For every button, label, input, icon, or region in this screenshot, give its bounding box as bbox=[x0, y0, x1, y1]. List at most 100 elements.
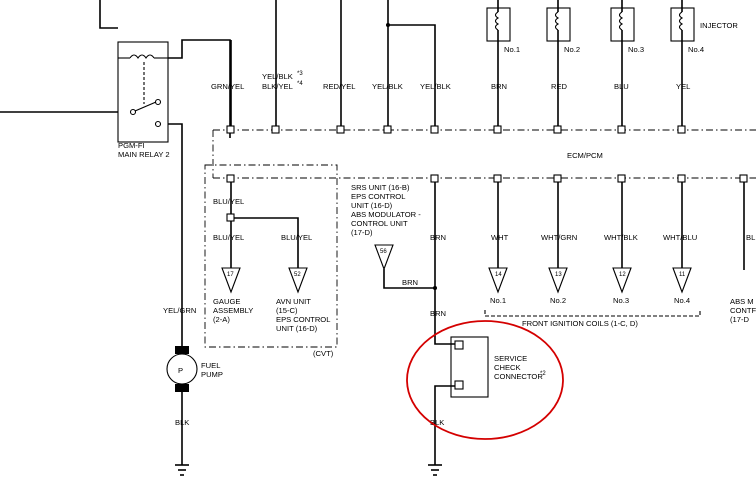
srs-line-4: ABS MODULATOR - bbox=[351, 210, 421, 219]
pump-label-1: FUEL bbox=[201, 361, 220, 370]
srs-wire: BRN bbox=[402, 278, 418, 287]
injector-coil-icon bbox=[678, 11, 684, 31]
wire-red-yel: RED/YEL bbox=[323, 82, 356, 91]
coil-label-4: No.4 bbox=[674, 296, 690, 305]
ecm-top-terminals bbox=[226, 125, 686, 134]
injector-1: No.1 BRN bbox=[486, 0, 520, 130]
eps-label-2: UNIT (16-D) bbox=[276, 324, 318, 333]
wire-blk-yel: BLK/YEL bbox=[262, 82, 293, 91]
coil-2: WHT/GRN 13 No.2 bbox=[541, 182, 577, 305]
wire-yel-blk-2: YEL/BLK bbox=[372, 82, 403, 91]
ground-icon bbox=[428, 464, 442, 476]
injector-title: INJECTOR bbox=[700, 21, 738, 30]
right-wire: BL bbox=[746, 233, 755, 242]
cvt-wire-top: BLU/YEL bbox=[213, 197, 244, 206]
cvt-box: BLU/YEL BLU/YEL BLU/YEL 17 52 GAUGE ASSE… bbox=[204, 164, 338, 358]
ecm-pcm-box: ECM/PCM bbox=[212, 125, 756, 183]
coil-wire-3: WHT/BLK bbox=[604, 233, 638, 242]
injectors: No.1 BRN No.2 RED No.3 BLU No.4 YEL INJE… bbox=[486, 0, 738, 130]
srs-note: SRS UNIT (16-B) EPS CONTROL UNIT (16-D) … bbox=[351, 183, 435, 289]
injector-wire-2: RED bbox=[551, 82, 568, 91]
highlight-circle bbox=[406, 320, 564, 440]
coil-pin-1: 14 bbox=[495, 272, 502, 278]
gauge-label-2: ASSEMBLY bbox=[213, 306, 253, 315]
cvt-wire-left: BLU/YEL bbox=[213, 233, 244, 242]
cvt-wire-right: BLU/YEL bbox=[281, 233, 312, 242]
injector-2: No.2 RED bbox=[546, 0, 580, 130]
pin-17: 17 bbox=[227, 272, 234, 278]
right-abs-3: (17-D bbox=[730, 315, 750, 324]
service-check-1: SERVICE bbox=[494, 354, 527, 363]
injector-wire-4: YEL bbox=[676, 82, 690, 91]
srs-line-5: CONTROL UNIT bbox=[351, 219, 408, 228]
top-feeds: GRN/YEL YEL/BLK *3 BLK/YEL *4 RED/YEL YE… bbox=[211, 0, 451, 130]
coil-group-label: FRONT IGNITION COILS (1-C, D) bbox=[522, 319, 638, 328]
srs-line-2: EPS CONTROL bbox=[351, 192, 405, 201]
injector-4: No.4 YEL bbox=[670, 0, 704, 130]
injector-coil-icon bbox=[554, 11, 560, 31]
avn-label-1: AVN UNIT bbox=[276, 297, 311, 306]
wire-yel-blk-3: YEL/BLK bbox=[420, 82, 451, 91]
pump-wire-top: YEL/GRN bbox=[163, 306, 196, 315]
right-abs-1: ABS M bbox=[730, 297, 754, 306]
srs-line-3: UNIT (16-D) bbox=[351, 201, 393, 210]
main-relay-box bbox=[117, 41, 169, 143]
pin-52: 52 bbox=[294, 272, 301, 278]
avn-label-2: (15-C) bbox=[276, 306, 298, 315]
wire-yel-blk-1: YEL/BLK bbox=[262, 72, 293, 81]
cvt-tag: (CVT) bbox=[313, 349, 334, 358]
ecm-label: ECM/PCM bbox=[567, 151, 603, 160]
fuel-pump-motor-icon bbox=[166, 353, 198, 385]
service-check-circuit: BRN BRN BLK SERVICE CHECK CONNECTOR *2 bbox=[406, 182, 564, 476]
pump-label-2: PUMP bbox=[201, 370, 223, 379]
service-check-3: CONNECTOR bbox=[494, 372, 543, 381]
center-brn-upper: BRN bbox=[430, 233, 446, 242]
coil-label-2: No.2 bbox=[550, 296, 566, 305]
coil-wire-2: WHT/GRN bbox=[541, 233, 577, 242]
pump-symbol: P bbox=[178, 366, 183, 375]
coil-4: WHT/BLU 11 No.4 bbox=[663, 182, 697, 305]
wire-grn-yel: GRN/YEL bbox=[211, 82, 244, 91]
service-check-connector bbox=[450, 336, 489, 398]
note-3: *3 bbox=[297, 71, 303, 77]
coil-label-1: No.1 bbox=[490, 296, 506, 305]
injector-coil-icon bbox=[618, 11, 624, 31]
right-abs-2: CONTF bbox=[730, 306, 756, 315]
coil-wire-1: WHT bbox=[491, 233, 509, 242]
injector-wire-1: BRN bbox=[491, 82, 507, 91]
injector-label-1: No.1 bbox=[504, 45, 520, 54]
ground-icon bbox=[175, 464, 189, 476]
coil-3: WHT/BLK 12 No.3 bbox=[604, 182, 638, 305]
pump-wire-bottom: BLK bbox=[175, 418, 189, 427]
service-check-note: *2 bbox=[540, 371, 546, 377]
center-blk: BLK bbox=[430, 418, 444, 427]
coil-wire-4: WHT/BLU bbox=[663, 233, 697, 242]
relay-name-1: PGM-FI bbox=[118, 141, 145, 150]
injector-3: No.3 BLU bbox=[610, 0, 644, 130]
ecm-bottom-terminals bbox=[226, 174, 748, 183]
srs-line-1: SRS UNIT (16-B) bbox=[351, 183, 410, 192]
right-edge: BL ABS M CONTF (17-D bbox=[730, 182, 756, 324]
fuel-pump: YEL/GRN P FUEL PUMP BLK bbox=[163, 306, 223, 476]
relay-wiring: PGM-FI MAIN RELAY 2 bbox=[0, 0, 231, 465]
gauge-label-3: (2-A) bbox=[213, 315, 230, 324]
relay-coil-icon bbox=[129, 54, 155, 59]
injector-label-2: No.2 bbox=[564, 45, 580, 54]
injector-label-3: No.3 bbox=[628, 45, 644, 54]
ignition-coils: WHT 14 No.1 WHT/GRN 13 No.2 WHT/BLK 12 N… bbox=[484, 182, 701, 328]
service-check-2: CHECK bbox=[494, 363, 521, 372]
injector-coil-icon bbox=[494, 11, 500, 31]
coil-label-3: No.3 bbox=[613, 296, 629, 305]
srs-line-6: (17-D) bbox=[351, 228, 373, 237]
pin-56: 56 bbox=[380, 249, 387, 255]
eps-label-1: EPS CONTROL bbox=[276, 315, 330, 324]
relay-name-2: MAIN RELAY 2 bbox=[118, 150, 170, 159]
injector-label-4: No.4 bbox=[688, 45, 704, 54]
coil-pin-3: 12 bbox=[619, 272, 626, 278]
coil-pin-4: 11 bbox=[679, 272, 686, 278]
injector-wire-3: BLU bbox=[614, 82, 629, 91]
note-4: *4 bbox=[297, 81, 303, 87]
coil-pin-2: 13 bbox=[555, 272, 562, 278]
